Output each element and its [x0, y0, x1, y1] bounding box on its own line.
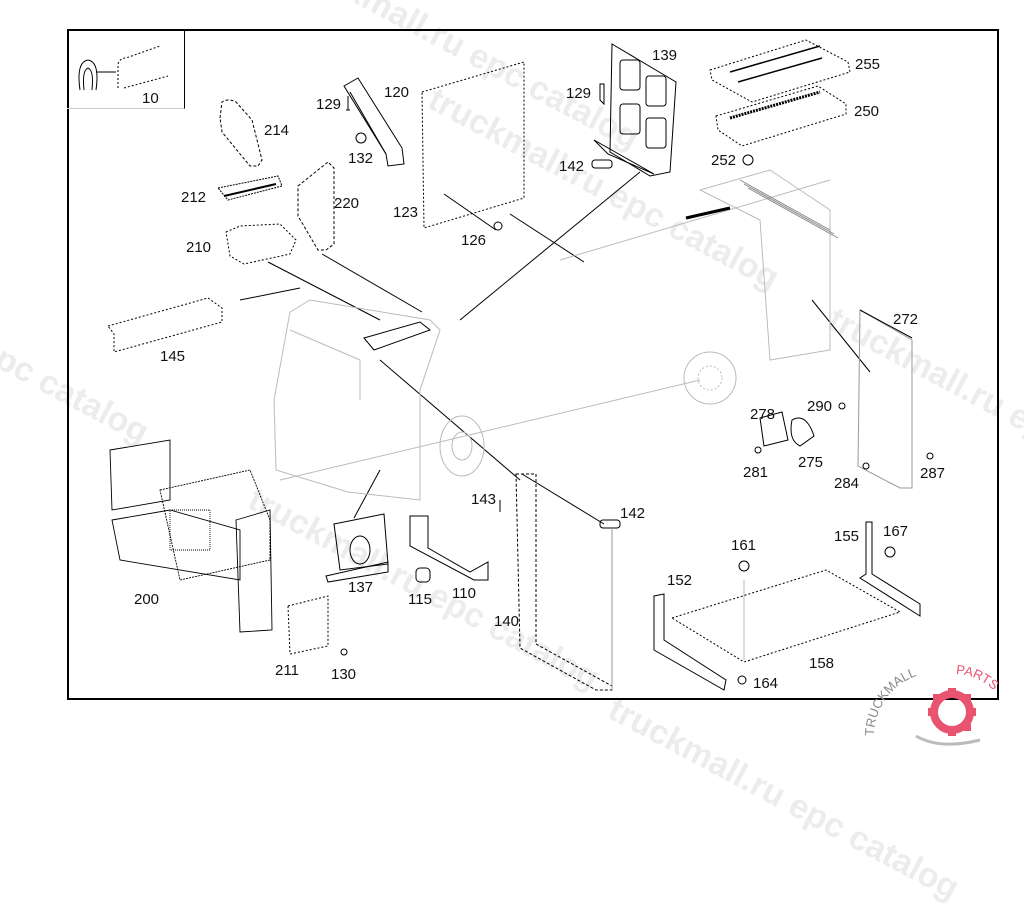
callout-164[interactable]: 164	[753, 675, 779, 692]
part-155-bracket	[859, 521, 921, 617]
part-220-plate	[297, 161, 335, 251]
callout-210[interactable]: 210	[186, 239, 212, 256]
part-110-bracket	[409, 515, 489, 581]
partition-lines	[739, 179, 839, 239]
callout-123[interactable]: 123	[393, 204, 419, 221]
part-210-bracket	[225, 223, 297, 265]
callout-110[interactable]: 110	[452, 585, 476, 602]
callout-214[interactable]: 214	[264, 122, 290, 139]
part-167-bolt	[884, 546, 896, 558]
svg-text:PARTS: PARTS	[956, 662, 1002, 693]
callout-126[interactable]: 126	[461, 232, 487, 249]
part-129-bolt-2	[599, 83, 605, 106]
part-275-cover	[790, 417, 815, 447]
callout-139[interactable]: 139	[652, 47, 678, 64]
part-281-bolt	[754, 446, 762, 454]
part-142-clip	[591, 159, 613, 169]
gear-logo-icon: TRUCKMALL PARTS	[862, 662, 1002, 746]
callout-278[interactable]: 278	[750, 406, 776, 423]
callout-200[interactable]: 200	[134, 591, 160, 608]
callout-115[interactable]: 115	[408, 591, 432, 608]
callout-272[interactable]: 272	[893, 311, 919, 328]
inset-detail-box	[67, 29, 185, 109]
callout-129[interactable]: 129	[316, 96, 342, 113]
part-115-spacer	[415, 567, 431, 583]
part-10-edge-clip	[78, 45, 169, 91]
callout-161[interactable]: 161	[731, 537, 757, 554]
callout-212[interactable]: 212	[181, 189, 207, 206]
callout-120[interactable]: 120	[384, 84, 410, 101]
callout-142-b[interactable]: 142	[620, 505, 646, 522]
svg-text:TRUCKMALL: TRUCKMALL	[862, 664, 918, 736]
callout-155[interactable]: 155	[834, 528, 860, 545]
part-139-holder	[609, 43, 677, 177]
part-137-bracket	[333, 513, 389, 571]
part-152-bracket	[653, 593, 727, 691]
part-132-washer	[355, 132, 367, 144]
part-158-tray	[670, 569, 902, 663]
part-211-plate	[287, 595, 329, 655]
callout-281[interactable]: 281	[743, 464, 769, 481]
callout-140[interactable]: 140	[494, 613, 520, 630]
callout-167[interactable]: 167	[883, 523, 909, 540]
part-252-nut	[742, 154, 754, 166]
callout-143[interactable]: 143	[471, 491, 497, 508]
part-142-clip-2	[599, 519, 621, 529]
callout-255[interactable]: 255	[855, 56, 881, 73]
part-212-rail	[217, 175, 283, 201]
callout-142[interactable]: 142	[559, 158, 585, 175]
part-164-nut	[737, 675, 747, 685]
callout-158[interactable]: 158	[809, 655, 835, 672]
parts-drawing	[78, 39, 934, 691]
part-130-screw	[340, 648, 348, 656]
callout-284[interactable]: 284	[834, 475, 860, 492]
part-129-bolt	[346, 96, 350, 111]
callout-137[interactable]: 137	[348, 579, 374, 596]
part-214-cover	[219, 99, 263, 167]
callout-287[interactable]: 287	[920, 465, 946, 482]
part-287-nut	[926, 452, 934, 460]
part-140-support	[515, 473, 613, 691]
callout-252[interactable]: 252	[711, 152, 737, 169]
part-161-bolt	[738, 560, 750, 572]
callout-250[interactable]: 250	[854, 103, 880, 120]
part-250-fusebox	[715, 85, 847, 147]
logo-text-truckmall: TRUCKMALL	[862, 664, 918, 736]
part-278-bracket	[759, 411, 789, 447]
callout-290[interactable]: 290	[807, 398, 833, 415]
part-284-bolt	[862, 462, 870, 470]
part-255-cover	[709, 39, 851, 103]
cab-outline	[273, 169, 831, 501]
part-126-screw	[493, 221, 503, 231]
callout-10[interactable]: 10	[142, 90, 159, 107]
part-145-rail	[107, 297, 223, 353]
callout-211[interactable]: 211	[275, 662, 299, 679]
callout-152[interactable]: 152	[667, 572, 693, 589]
callout-220[interactable]: 220	[334, 195, 360, 212]
diagram-frame	[67, 29, 999, 700]
truckmall-parts-logo: TRUCKMALL PARTS	[860, 660, 1020, 750]
callout-275[interactable]: 275	[798, 454, 824, 471]
callout-145[interactable]: 145	[160, 348, 186, 365]
part-272-panel	[857, 309, 913, 489]
callout-129-b[interactable]: 129	[566, 85, 592, 102]
part-290-nut	[838, 402, 846, 410]
callout-132[interactable]: 132	[348, 150, 374, 167]
part-123-panel	[421, 61, 525, 229]
callout-130[interactable]: 130	[331, 666, 357, 683]
part-200-frame	[109, 439, 273, 633]
logo-text-parts: PARTS	[956, 662, 1002, 693]
